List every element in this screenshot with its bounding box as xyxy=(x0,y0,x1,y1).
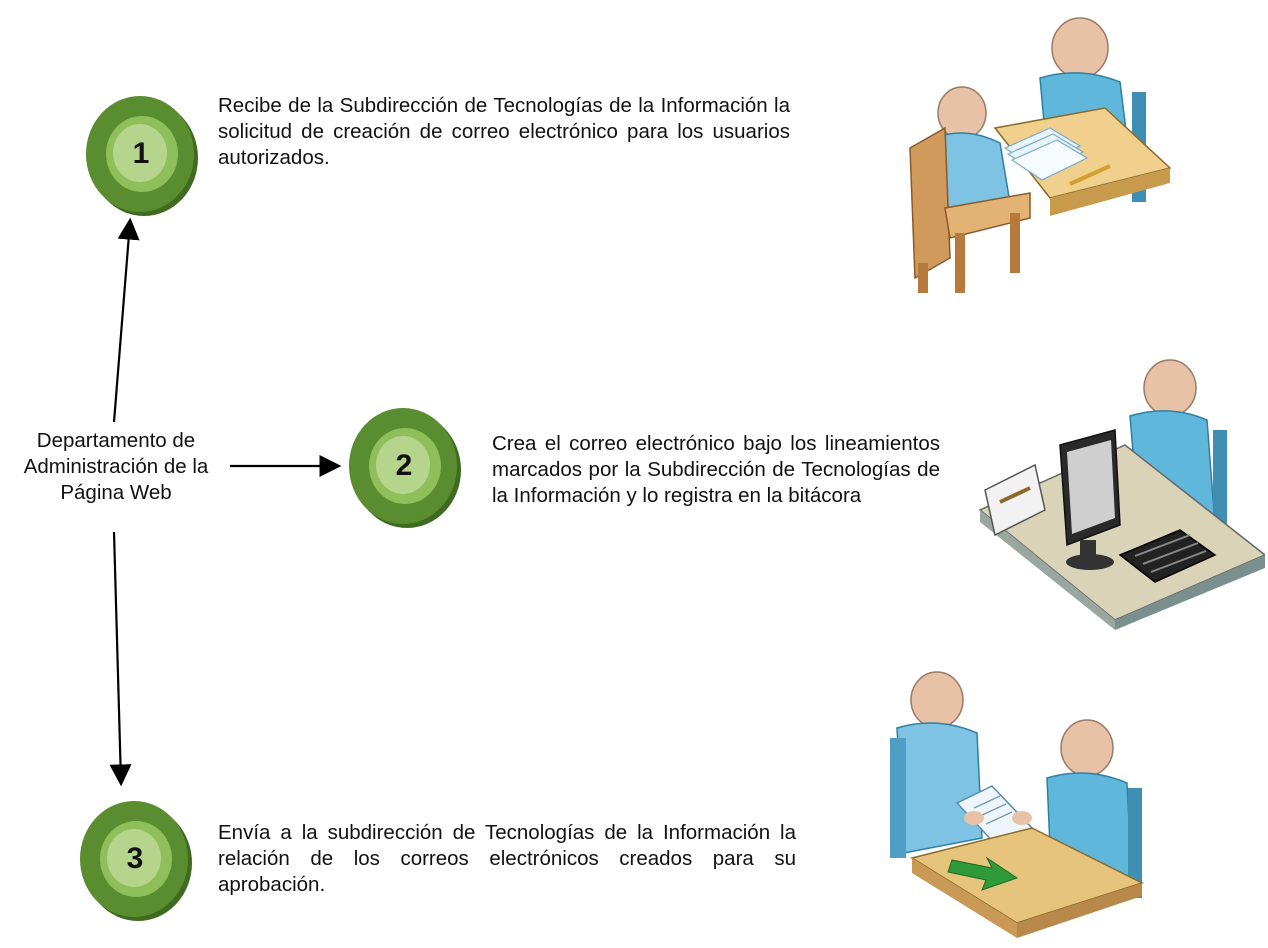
step-3-badge: 3 xyxy=(76,795,194,923)
step-1-text: Recibe de la Subdirección de Tecnologías… xyxy=(218,94,790,169)
step-1-number: 1 xyxy=(132,137,150,170)
department-line-3: Página Web xyxy=(60,481,172,504)
step-2-number: 2 xyxy=(395,449,413,482)
meeting-at-desk-icon xyxy=(909,17,1172,293)
document-handover-icon xyxy=(890,671,1144,938)
step-3-text: Envía a la subdirección de Tecnologías d… xyxy=(218,821,796,896)
department-label: Departamento de Administración de la Pág… xyxy=(6,428,226,506)
step-2-badge: 2 xyxy=(345,402,463,530)
department-line-1: Departamento de xyxy=(36,429,196,452)
arrow-to-step-1 xyxy=(112,217,140,423)
step-1-badge: 1 xyxy=(82,90,200,218)
step-3-number: 3 xyxy=(126,842,144,875)
step-2-text: Crea el correo electrónico bajo los line… xyxy=(492,432,940,507)
department-line-2: Administración de la xyxy=(23,455,209,478)
arrow-to-step-3 xyxy=(109,531,132,787)
computer-workstation-icon xyxy=(978,359,1265,630)
